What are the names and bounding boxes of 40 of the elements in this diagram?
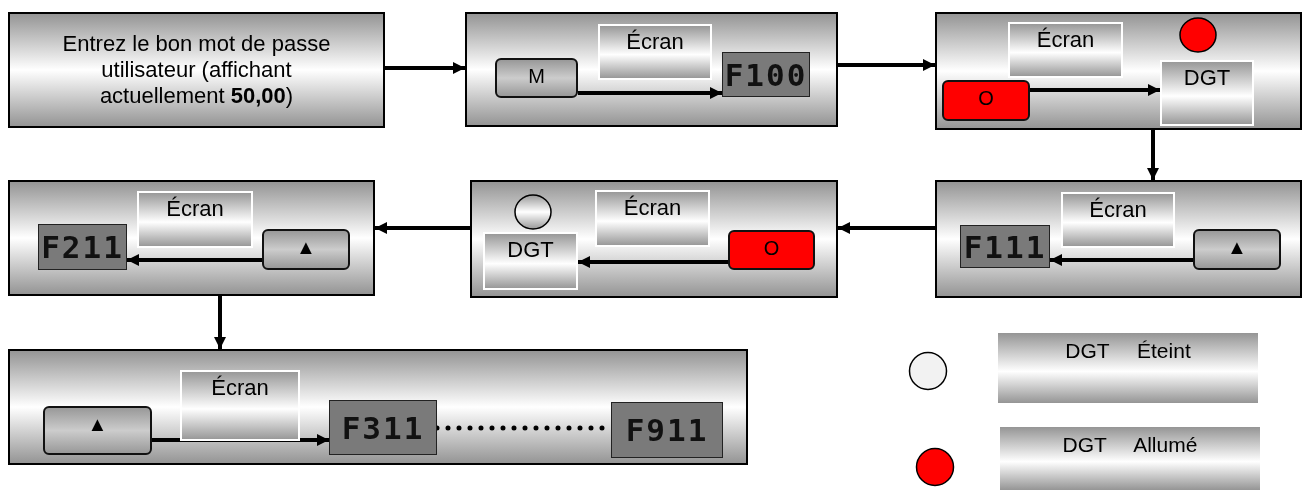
arrow	[1030, 84, 1160, 96]
lcd-display: F311	[329, 400, 437, 455]
arrow	[375, 222, 470, 234]
key-button: M	[495, 58, 578, 98]
arrow	[127, 254, 262, 266]
step-panel	[8, 349, 748, 465]
step-panel	[935, 180, 1302, 298]
screen-label-box: Écran	[598, 24, 712, 80]
arrow	[152, 434, 329, 446]
screen-label-box: Écran	[180, 370, 300, 441]
instruction-box: Entrez le bon mot de passe utilisateur (affichant actuellement 50,00)	[8, 12, 385, 128]
legend-text: DGT Éteint	[1064, 339, 1192, 363]
lcd-display: F911	[611, 402, 723, 458]
screen-label-box: DGT	[1160, 60, 1254, 126]
arrow	[1147, 130, 1159, 180]
step-panel	[935, 12, 1302, 130]
screen-label-box: DGT	[483, 232, 578, 290]
arrow	[214, 296, 226, 349]
arrow	[838, 59, 935, 71]
key-button: O	[728, 230, 815, 270]
key-button: O	[942, 80, 1030, 121]
arrow	[385, 62, 465, 74]
arrow	[578, 87, 722, 99]
legend-text: DGT Allumé	[1061, 433, 1199, 457]
step-panel	[465, 12, 838, 127]
screen-label-box: Écran	[1008, 22, 1123, 78]
key-button: ▲	[43, 406, 152, 455]
screen-label-box: Écran	[595, 190, 710, 247]
step-panel	[470, 180, 838, 298]
screen-label-box: Écran	[1061, 192, 1175, 248]
arrow	[838, 222, 935, 234]
lcd-display: F100	[722, 52, 810, 97]
key-button: ▲	[1193, 229, 1281, 270]
lcd-display: F111	[960, 225, 1050, 268]
arrow	[578, 256, 728, 268]
step-panel	[8, 180, 375, 296]
key-button: ▲	[262, 229, 350, 270]
lcd-display: F211	[38, 224, 127, 270]
screen-label-box: Écran	[137, 191, 253, 248]
arrow	[1050, 254, 1193, 266]
